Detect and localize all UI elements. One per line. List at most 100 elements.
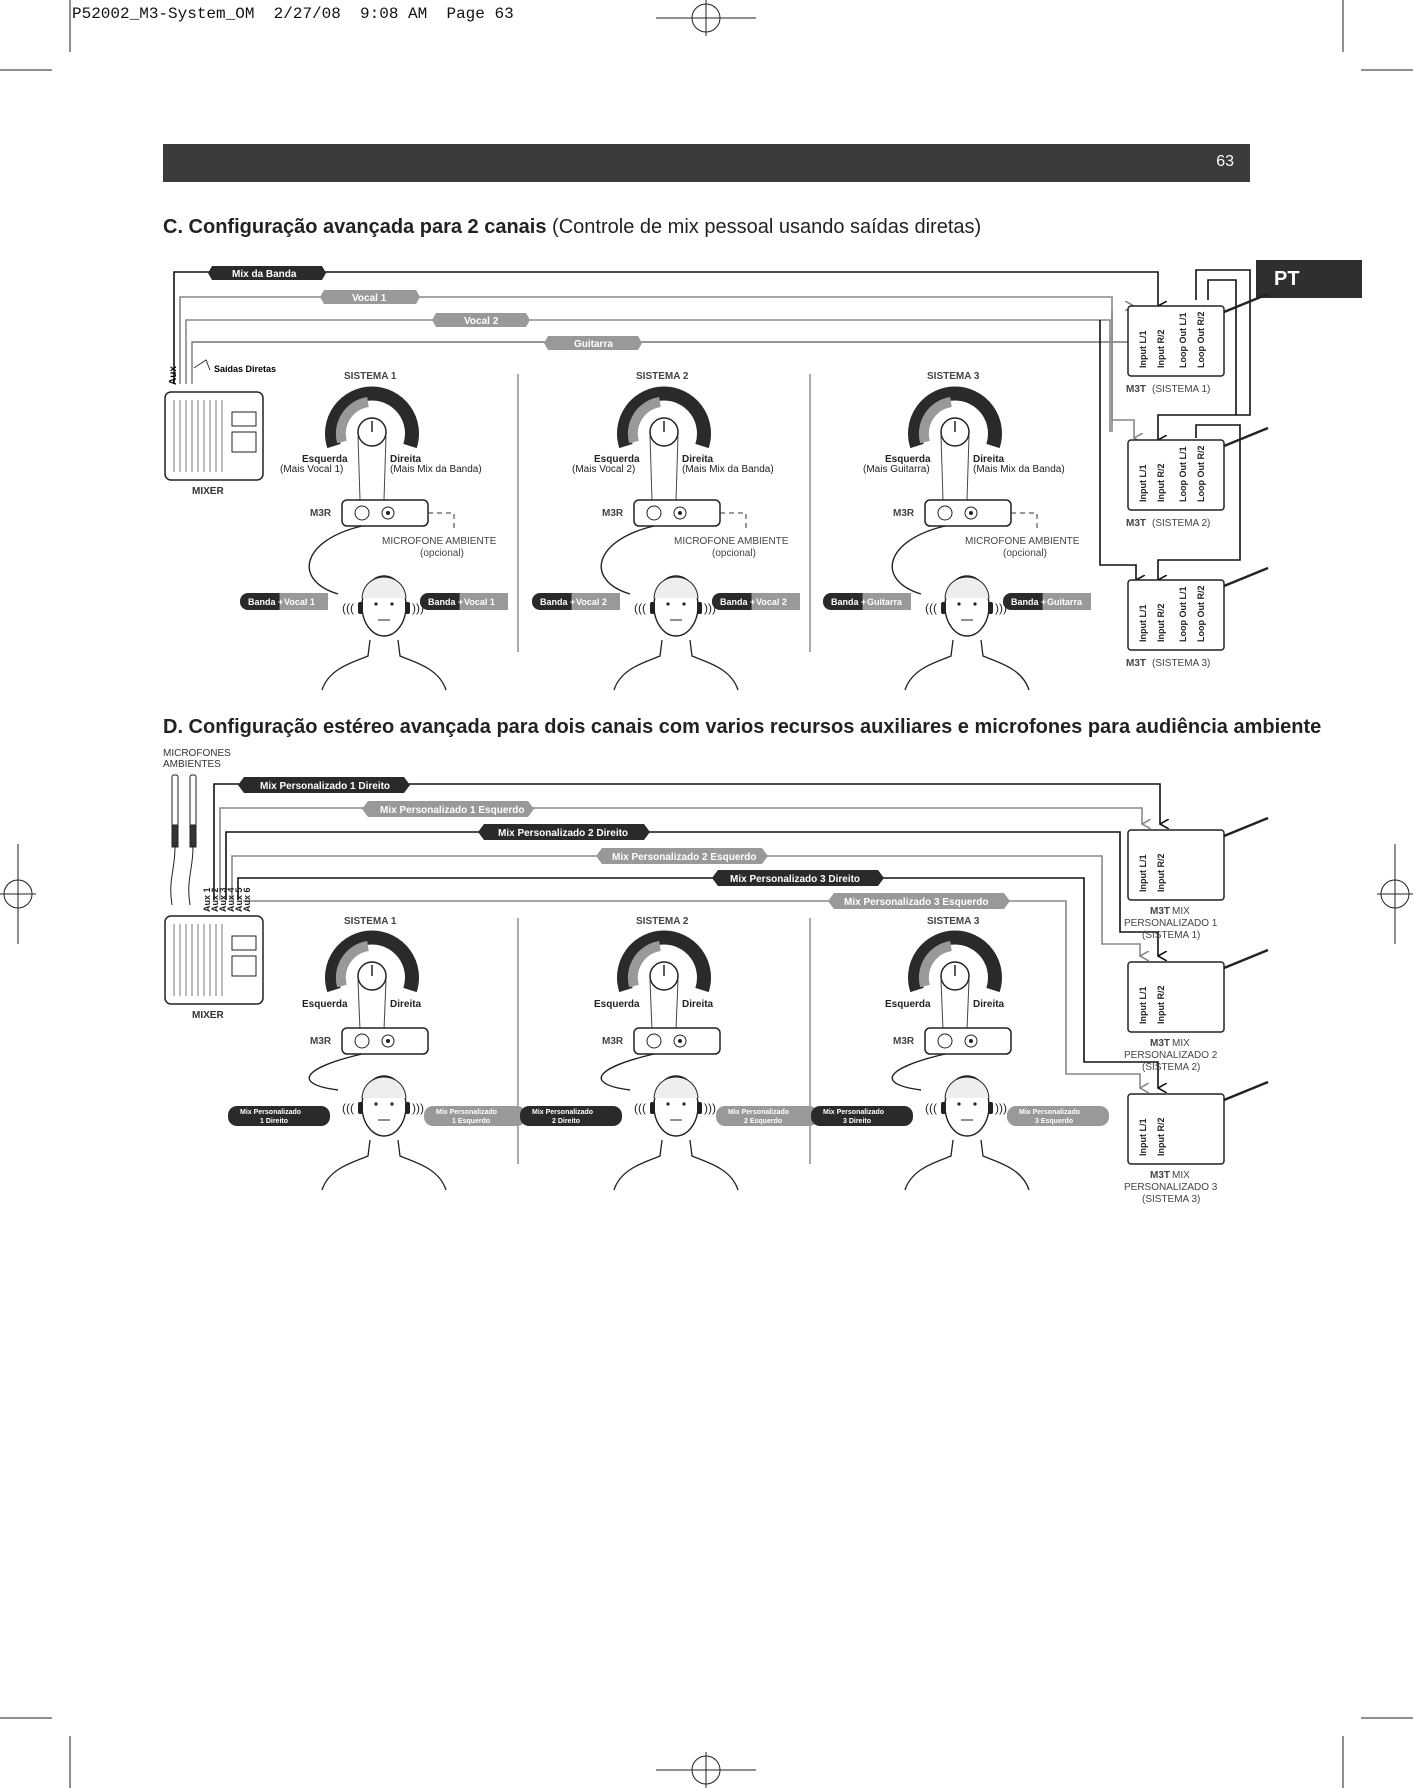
eye-icon (682, 602, 686, 606)
sound-waves-left-icon: ((( (925, 1101, 937, 1115)
eye-icon (973, 602, 977, 606)
pan-arc-icon (617, 930, 711, 993)
knob-leader (675, 979, 679, 1031)
tag-right-b: Guitarra (1047, 597, 1083, 607)
tag-left-b: Vocal 2 (576, 597, 607, 607)
ambient-mics-label-1: MICROFONES (163, 748, 231, 759)
eye-icon (390, 1102, 394, 1106)
earbud-left-icon (941, 602, 946, 614)
section-d-wiring (213, 783, 1160, 1088)
tag-left-a: Banda + (248, 597, 283, 607)
tag-right-1: Mix Personalizado (436, 1109, 497, 1116)
tag-right (424, 1106, 526, 1126)
section-c-title-normal: (Controle de mix pessoal usando saídas d… (546, 216, 982, 238)
earphone-cable (600, 525, 655, 595)
pan-right-sub: (Mais Mix da Banda) (682, 464, 774, 475)
tag-right-split (459, 593, 508, 610)
receiver-jack-icon (646, 1033, 662, 1049)
eye-icon (390, 602, 394, 606)
sound-waves-left-icon: ((( (342, 601, 354, 615)
system-title: SISTEMA 3 (927, 371, 980, 382)
ambient-mic-label: MICROFONE AMBIENTE (674, 536, 789, 547)
ambient-mic-dashed (720, 512, 747, 528)
knob-leader (383, 979, 387, 1031)
receiver-knob-center (386, 511, 390, 515)
eye-icon (374, 1102, 378, 1106)
knob-leader (357, 435, 361, 501)
port-label-in1: Input L/1 (1138, 1119, 1148, 1157)
receiver-knob-center (678, 1039, 682, 1043)
sound-waves-left-icon: ((( (925, 601, 937, 615)
listener-hair (361, 576, 407, 599)
tag-right-1: Mix Personalizado (728, 1109, 789, 1116)
antenna-icon (1223, 566, 1269, 588)
m3t-label: (SISTEMA 3) (1152, 658, 1210, 669)
ambient-mic-dashed (1011, 512, 1038, 528)
bus-tag-mp1-direito: Mix Personalizado 1 Direito (260, 781, 390, 792)
m3t-label: (SISTEMA 2) (1152, 518, 1210, 529)
pan-arc-icon (325, 930, 419, 993)
port-label-out2: Loop Out R/2 (1196, 312, 1206, 369)
receiver-knob-center (678, 511, 682, 515)
tag-right-2: 2 Esquerdo (744, 1118, 782, 1125)
pan-arc-icon (617, 386, 711, 449)
earbud-left-icon (650, 1102, 655, 1114)
tag-right-a: Banda + (720, 597, 755, 607)
pan-arc-icon (908, 386, 1002, 449)
aux-label-3: Aux 3 (218, 887, 228, 912)
m3t-transmitter-icon (1127, 1093, 1225, 1165)
pan-left-label: Esquerda (885, 999, 931, 1010)
section-d-title: D. Configuração estéreo avançada para do… (163, 716, 1322, 738)
aux-label-5: Aux 5 (234, 887, 244, 912)
tag-right (716, 1106, 818, 1126)
eye-icon (682, 1102, 686, 1106)
eye-icon (666, 1102, 670, 1106)
aux-label-6: Aux 6 (242, 887, 252, 912)
sound-waves-right-icon: ))) (704, 1101, 716, 1115)
eye-icon (957, 1102, 961, 1106)
pan-right-label: Direita (390, 999, 422, 1010)
port-label-in2: Input R/2 (1156, 464, 1166, 503)
bus-tag-mp3-direito: Mix Personalizado 3 Direito (730, 874, 860, 885)
earbud-left-icon (650, 602, 655, 614)
sound-waves-right-icon: ))) (995, 1101, 1007, 1115)
port-label-in1: Input L/1 (1138, 987, 1148, 1025)
listener-shoulders (904, 1139, 1030, 1191)
listener-hair (944, 576, 990, 599)
page-number: 63 (1216, 153, 1234, 170)
earphone-cable (891, 525, 946, 595)
aux-label-2: Aux 2 (210, 887, 220, 912)
tag-right-split (751, 593, 800, 610)
tag-left-b: Vocal 1 (284, 597, 315, 607)
tag-left-split (862, 593, 911, 610)
mixer-label-d: MIXER (192, 1010, 224, 1021)
m3t-label-2: PERSONALIZADO 1 (1124, 918, 1218, 929)
earbud-right-icon (697, 602, 702, 614)
pan-arc-gray (335, 397, 370, 444)
m3t-transmitter-icon (1127, 961, 1225, 1033)
bus-tag-mp3-esquerdo: Mix Personalizado 3 Esquerdo (844, 897, 988, 908)
m3t-label-bold: M3T (1150, 906, 1170, 917)
m3t-label-bold: M3T (1126, 518, 1146, 529)
section-c-title: C. Configuração avançada para 2 canais (… (163, 216, 981, 239)
section-c-title-bold: C. Configuração avançada para 2 canais (163, 216, 547, 238)
mixer-d-icon (164, 915, 264, 1005)
knob-leader (940, 979, 944, 1031)
m3r-label: M3R (602, 508, 624, 519)
ambient-mics-label-2: AMBIENTES (163, 759, 221, 770)
knob-leader (649, 979, 653, 1031)
pan-left-label: Esquerda (302, 999, 348, 1010)
pan-right-label: Direita (682, 454, 714, 465)
knob-leader (940, 435, 944, 501)
tag-right-b: Vocal 1 (464, 597, 495, 607)
language-tab: PT (1256, 260, 1362, 298)
earbud-right-icon (988, 602, 993, 614)
